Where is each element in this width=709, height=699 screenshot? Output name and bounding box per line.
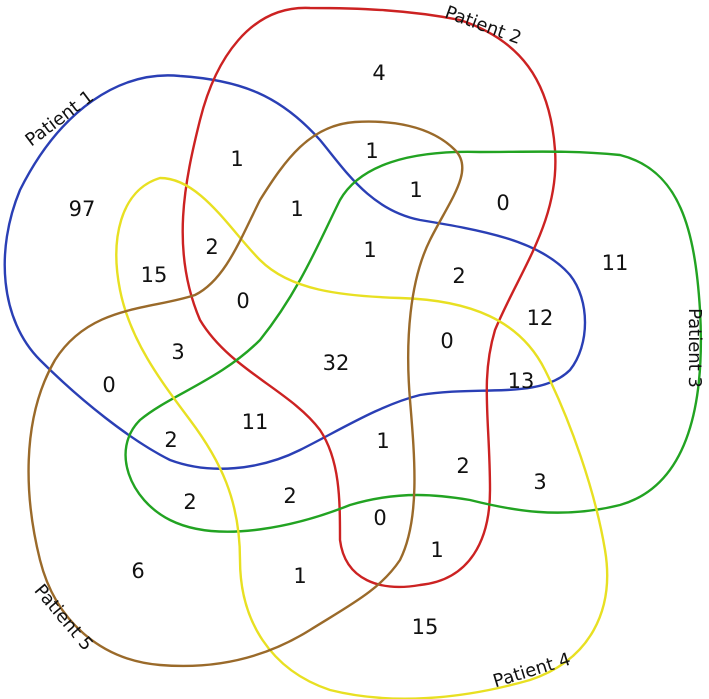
- region-count: 2: [456, 454, 469, 478]
- region-count: 32: [323, 351, 350, 375]
- region-count: 2: [183, 490, 196, 514]
- region-count: 0: [373, 506, 386, 530]
- region-count: 97: [69, 197, 96, 221]
- region-count: 1: [365, 139, 378, 163]
- region-count: 2: [164, 428, 177, 452]
- region-count: 11: [242, 410, 269, 434]
- patient-2-outline: [181, 6, 557, 589]
- set-labels: Patient 1 Patient 2 Patient 3 Patient 4 …: [21, 2, 705, 692]
- region-count: 0: [236, 289, 249, 313]
- region-count: 1: [430, 538, 443, 562]
- region-count: 6: [131, 559, 144, 583]
- patient-1-label: Patient 1: [21, 86, 97, 151]
- region-count: 12: [527, 306, 554, 330]
- patient-3-label: Patient 3: [684, 308, 705, 388]
- region-count: 0: [496, 191, 509, 215]
- region-count: 1: [376, 429, 389, 453]
- region-count: 11: [602, 251, 629, 275]
- region-count: 15: [412, 615, 439, 639]
- region-count: 1: [293, 564, 306, 588]
- region-count: 1: [363, 238, 376, 262]
- region-count: 1: [409, 178, 422, 202]
- patient-1-outline: [3, 74, 587, 470]
- region-count: 2: [205, 235, 218, 259]
- patient-3-outline: [124, 150, 703, 533]
- patient-4-label: Patient 4: [491, 649, 574, 692]
- patient-4-outline: [115, 176, 609, 699]
- patient-5-label: Patient 5: [30, 580, 97, 655]
- patient-5-outline: [27, 120, 464, 668]
- region-count: 0: [102, 373, 115, 397]
- region-count: 1: [230, 147, 243, 171]
- region-count: 2: [452, 264, 465, 288]
- region-count: 15: [141, 263, 168, 287]
- region-count: 2: [283, 484, 296, 508]
- region-count: 3: [171, 340, 184, 364]
- region-count: 1: [290, 197, 303, 221]
- region-counts: 97 4 11 15 6 1 1 1 0 1 2 15 1 0 2 12 3 3…: [69, 61, 629, 639]
- region-count: 13: [508, 369, 535, 393]
- region-count: 0: [440, 329, 453, 353]
- patient-2-label: Patient 2: [442, 2, 524, 49]
- region-count: 4: [372, 61, 385, 85]
- region-count: 3: [533, 470, 546, 494]
